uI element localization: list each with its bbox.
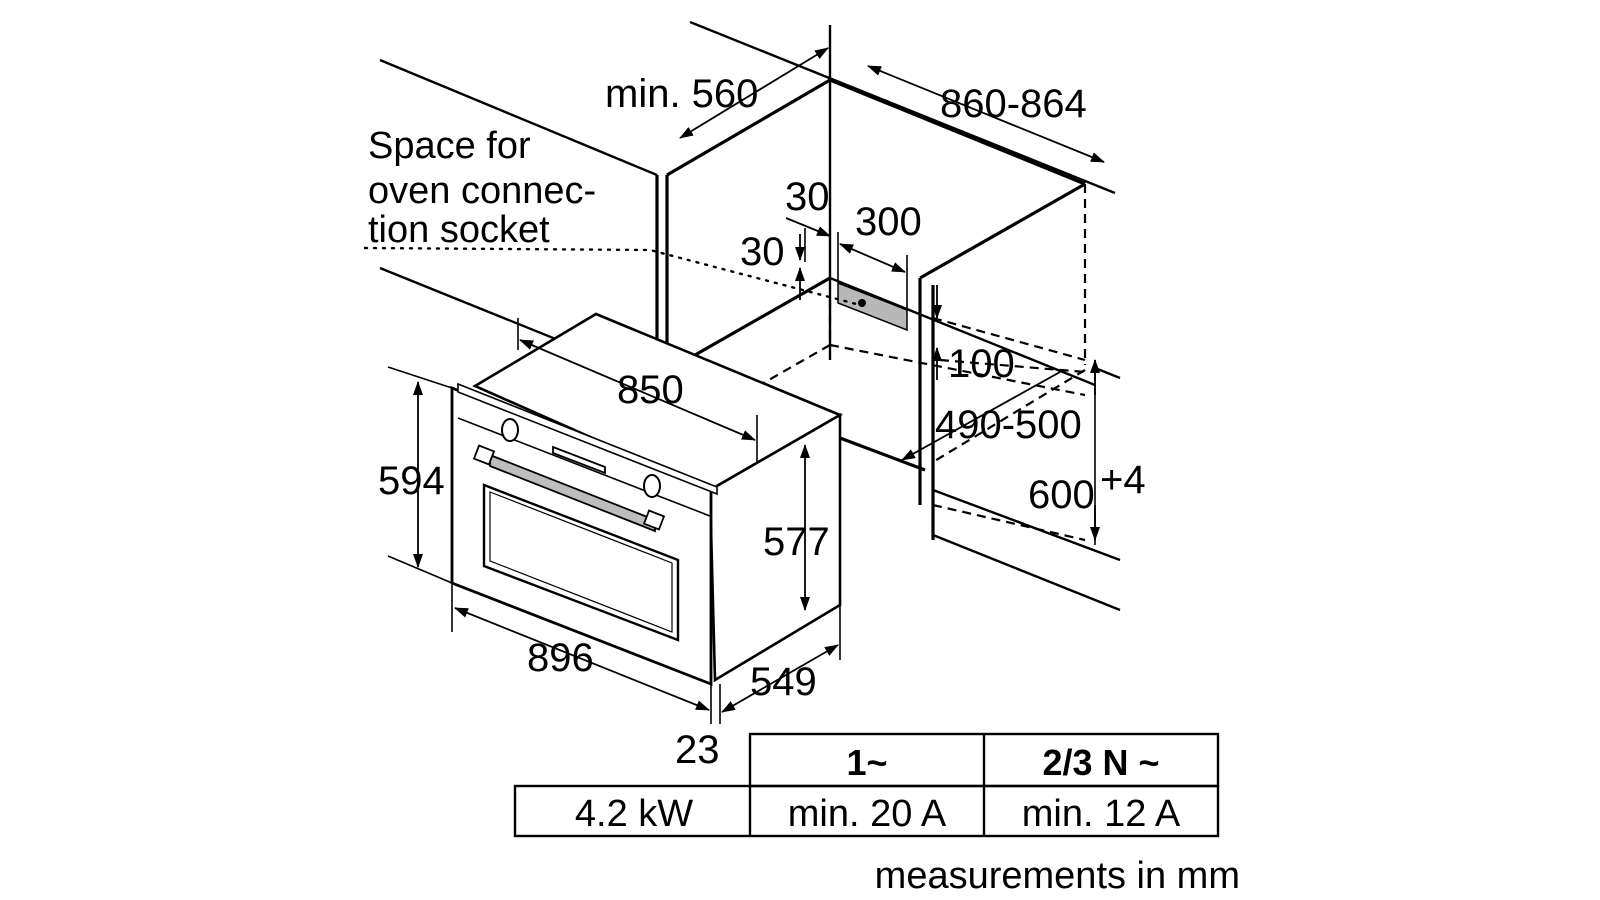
- niche-height-label: 600: [1028, 473, 1095, 517]
- niche-height-tolerance-label: +4: [1100, 458, 1146, 502]
- oven-top-width-label: 850: [617, 368, 684, 412]
- niche-depth-label: min. 560: [605, 72, 758, 116]
- socket-note-line-1: Space for: [368, 125, 531, 167]
- dimension-lines: [387, 47, 1105, 724]
- socket-offset-top-label: 30: [740, 230, 785, 274]
- footnote: measurements in mm: [875, 855, 1240, 897]
- niche-inner-depth-label: 490-500: [935, 403, 1082, 447]
- oven-front-width-label: 896: [527, 636, 594, 680]
- socket-note-line-3: tion socket: [368, 209, 550, 251]
- oven-body-height-label: 577: [763, 520, 830, 564]
- socket-width-label: 300: [855, 200, 922, 244]
- socket-leader-line: [363, 246, 862, 307]
- table-header-three-phase: 2/3 N ~: [1042, 742, 1159, 783]
- niche-width-label: 860-864: [940, 82, 1087, 126]
- table-header-single-phase: 1~: [846, 742, 887, 783]
- oven-height-label: 594: [378, 459, 445, 503]
- socket-offset-side-label: 30: [785, 175, 830, 219]
- left-knob-icon: [501, 418, 519, 442]
- right-knob-icon: [643, 474, 661, 498]
- display-panel: [552, 445, 606, 475]
- connection-socket: [837, 281, 908, 332]
- front-panel-depth-label: 23: [675, 728, 720, 772]
- table-cell-fuse-single-phase: min. 20 A: [788, 793, 947, 835]
- table-cell-fuse-three-phase: min. 12 A: [1022, 793, 1181, 835]
- socket-height-label: 100: [948, 342, 1015, 386]
- table-cell-power: 4.2 kW: [575, 793, 693, 835]
- socket-note-line-2: oven connec-: [368, 170, 596, 212]
- oven-depth-label: 549: [750, 660, 817, 704]
- electrical-table: 1~ 2/3 N ~ 4.2 kW min. 20 A min. 12 A: [513, 732, 1220, 838]
